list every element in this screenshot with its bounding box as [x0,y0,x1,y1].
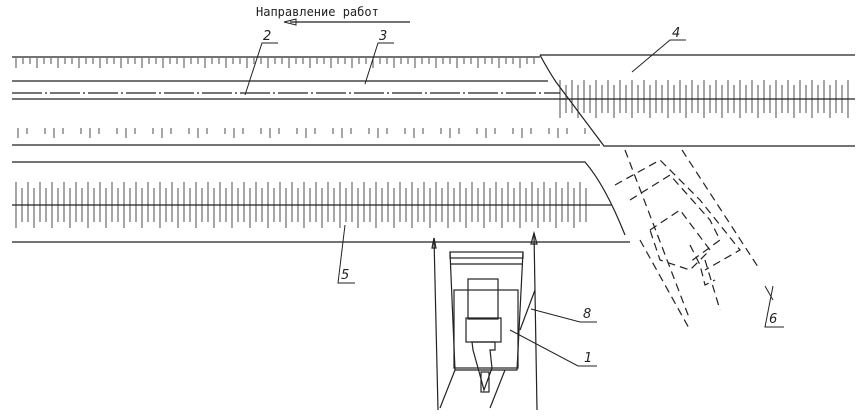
svg-text:8: 8 [583,307,591,322]
callout-2: 2 [244,29,278,96]
new-layer-strip-4 [539,54,855,147]
existing-road-strip [12,56,600,146]
paver-machine-turning-dashed [614,149,761,331]
svg-text:1: 1 [584,351,592,366]
svg-text:2: 2 [263,29,271,44]
direction-arrow [283,18,410,26]
callout-4: 4 [631,26,686,73]
paver-machine [431,230,538,411]
svg-text:4: 4 [672,26,680,41]
callout-8: 8 [530,307,597,323]
callout-5: 5 [337,224,355,284]
callout-1: 1 [509,329,597,367]
svg-text:3: 3 [379,29,387,44]
direction-label: Направление работ [256,5,379,19]
new-layer-strip-5 [12,161,630,243]
svg-text:5: 5 [341,268,349,283]
callout-6: 6 [764,285,784,328]
callout-3: 3 [364,29,394,85]
hatching [15,58,849,228]
svg-text:6: 6 [769,312,777,327]
